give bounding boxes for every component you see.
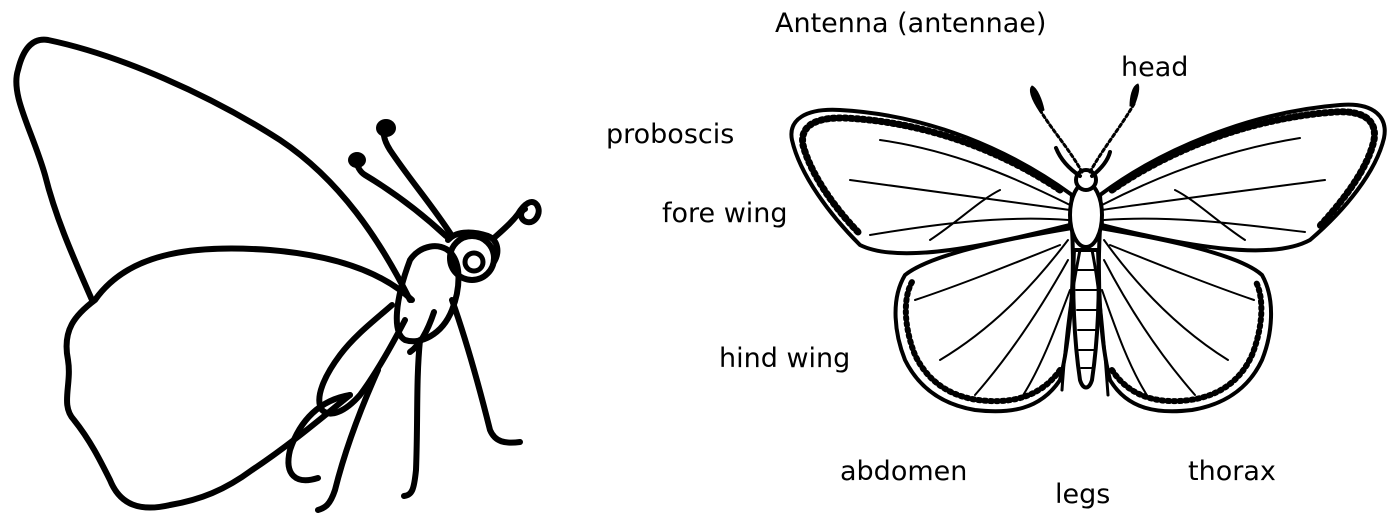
label-legs: legs bbox=[1055, 481, 1110, 508]
label-fore-wing: fore wing bbox=[662, 200, 788, 227]
thorax bbox=[1070, 183, 1102, 247]
label-hind-wing: hind wing bbox=[719, 345, 850, 372]
left-antenna-club bbox=[1030, 86, 1044, 112]
label-antenna: Antenna (antennae) bbox=[775, 10, 1046, 37]
left-antenna bbox=[1040, 110, 1082, 172]
right-antenna bbox=[1090, 104, 1134, 172]
label-proboscis: proboscis bbox=[606, 121, 734, 148]
label-head: head bbox=[1121, 54, 1188, 81]
right-antenna-club bbox=[1130, 84, 1139, 106]
label-abdomen: abdomen bbox=[840, 458, 967, 485]
label-thorax: thorax bbox=[1188, 458, 1276, 485]
